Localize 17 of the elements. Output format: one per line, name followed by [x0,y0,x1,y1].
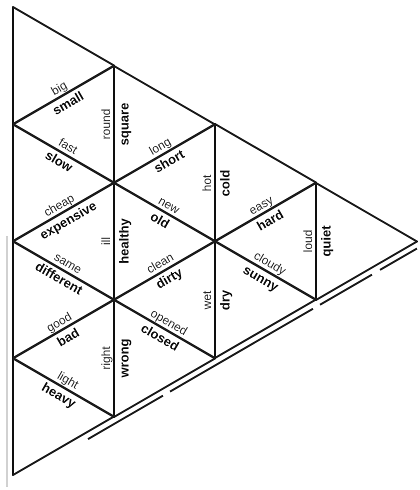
word-label: right [100,346,112,370]
word-label: round [100,108,112,140]
word-label: wet [201,290,213,309]
word-label: cold [218,169,231,196]
word-label: healthy [117,218,130,264]
word-label: square [117,102,130,146]
word-label: hot [201,174,213,191]
word-label: ill [100,237,112,245]
word-label: wrong [117,338,130,378]
word-label: dry [218,289,231,310]
triangle-tile [12,298,115,418]
word-label: fast [56,136,79,156]
word-label: quiet [319,225,332,257]
triangle-tile [12,182,115,300]
triangle-tile [315,182,418,300]
word-label: loud [302,230,314,252]
triangle-tile [12,64,115,184]
